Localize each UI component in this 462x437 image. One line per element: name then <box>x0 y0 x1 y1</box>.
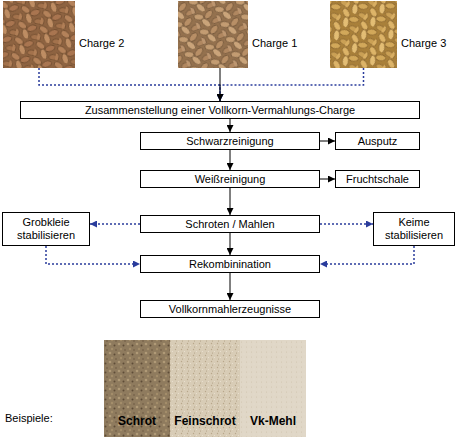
side-process-box: Grobkleie stabilisieren <box>2 212 90 246</box>
process-box: Zusammenstellung einer Vollkorn-Vermahlu… <box>20 101 420 119</box>
product-photo <box>240 340 306 437</box>
product-sample: Vk-Mehl <box>240 340 306 437</box>
dotted-flow-arrow <box>90 223 140 225</box>
flow-arrow <box>230 273 231 300</box>
box-text: Vollkornmahlerzeugnisse <box>169 303 291 316</box>
dotted-flow-arrow <box>220 68 364 101</box>
flow-arrow <box>230 233 231 255</box>
sample-label: Schrot <box>118 414 156 428</box>
product-photo <box>170 340 240 437</box>
flow-arrow <box>320 179 335 180</box>
examples-label: Beispiele: <box>5 412 53 424</box>
product-box: Vollkornmahlerzeugnisse <box>140 300 320 318</box>
box-text: Weißreinigung <box>195 173 266 186</box>
process-box: Schwarzreinigung <box>140 132 320 150</box>
box-text: Fruchtschale <box>346 173 409 186</box>
product-photo <box>104 340 170 437</box>
product-sample: Feinschrot <box>170 340 240 437</box>
box-text: Rekombinination <box>189 258 271 271</box>
grain-batch: Charge 3 <box>330 1 397 68</box>
box-text: Ausputz <box>358 135 398 148</box>
sample-label: Vk-Mehl <box>250 414 296 428</box>
product-sample: Schrot <box>104 340 170 437</box>
batch-label: Charge 1 <box>252 37 297 49</box>
output-box: Ausputz <box>335 132 420 150</box>
grain-photo <box>330 1 397 68</box>
output-box: Fruchtschale <box>335 170 420 188</box>
process-box: Rekombinination <box>140 255 320 273</box>
flow-arrow <box>230 119 231 132</box>
process-box: Weißreinigung <box>140 170 320 188</box>
dotted-flow-arrow <box>39 68 220 101</box>
flow-arrow <box>320 141 335 142</box>
sample-label: Feinschrot <box>174 414 235 428</box>
box-text: Grobkleie stabilisieren <box>7 216 85 241</box>
batch-label: Charge 2 <box>79 37 124 49</box>
box-text: Schwarzreinigung <box>186 135 273 148</box>
dotted-flow-arrow <box>320 223 373 225</box>
grain-batch: Charge 1 <box>178 1 248 68</box>
process-box: Schroten / Mahlen <box>140 215 320 233</box>
box-text: Schroten / Mahlen <box>185 218 274 231</box>
grain-photo <box>3 1 75 68</box>
grain-photo <box>178 1 248 68</box>
batch-label: Charge 3 <box>401 37 446 49</box>
dotted-flow-arrow <box>320 246 414 264</box>
side-process-box: Keime stabilisieren <box>373 212 455 246</box>
dotted-flow-arrow <box>46 246 140 264</box>
box-text: Zusammenstellung einer Vollkorn-Vermahlu… <box>85 104 355 117</box>
flow-arrow <box>230 188 231 215</box>
flow-arrow <box>220 68 221 101</box>
box-text: Keime stabilisieren <box>378 216 450 241</box>
flow-arrow <box>230 150 231 170</box>
grain-batch: Charge 2 <box>3 1 75 68</box>
